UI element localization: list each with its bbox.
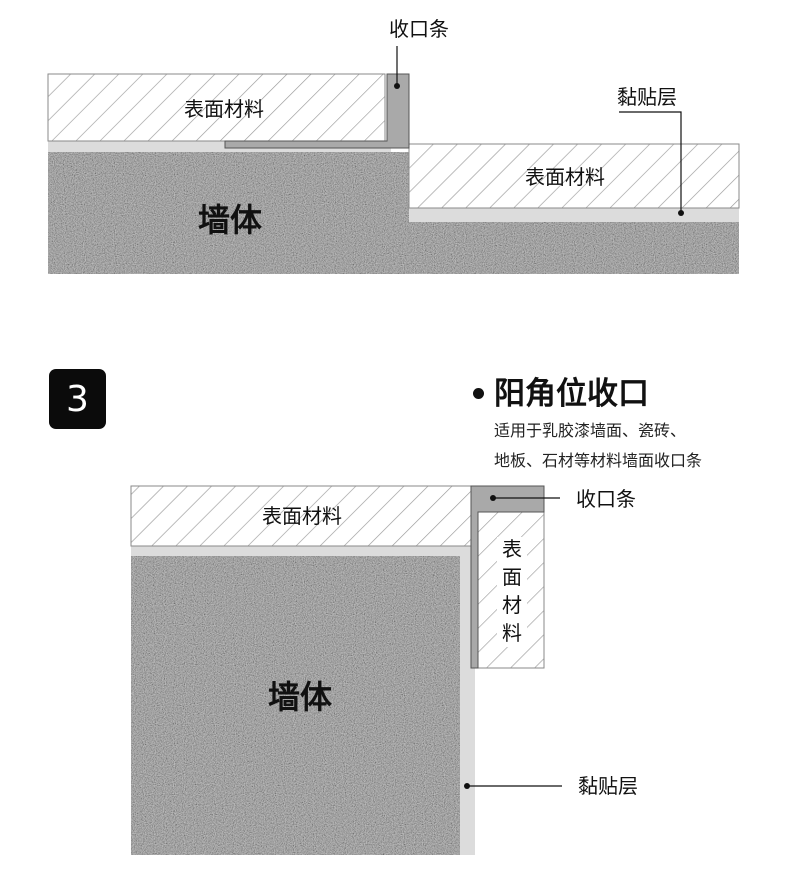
- bottom-wall-label: 墙体: [268, 678, 332, 716]
- bottom-surface-side-char-4: 料: [502, 621, 522, 645]
- bottom-trim-strip: [470, 485, 545, 669]
- section-title: 阳角位收口: [494, 376, 649, 412]
- top-adhesive-label: 黏贴层: [617, 85, 677, 109]
- bottom-adhesive-leader-dot: [464, 783, 470, 789]
- bottom-surface-top-hatch: [130, 485, 472, 547]
- top-trim-leader-dot: [394, 83, 400, 89]
- bottom-surface-side-char-1: 表: [502, 537, 522, 561]
- top-adhesive-left: [48, 141, 391, 152]
- section-description-line1: 适用于乳胶漆墙面、瓷砖、: [494, 421, 687, 440]
- top-surface-left-label: 表面材料: [184, 97, 264, 121]
- top-surface-right-hatch: [408, 143, 740, 209]
- bottom-corner-section: 表面材料 表 面 材 料 收口条 墙体 黏贴层: [130, 485, 638, 855]
- bottom-adhesive-label: 黏贴层: [578, 774, 638, 798]
- bottom-surface-side-char-3: 材: [502, 593, 522, 617]
- top-wall-section: 收口条 黏贴层 表面材料 表面材料 墙体: [47, 17, 740, 274]
- bottom-adhesive-top: [131, 546, 475, 556]
- bottom-wall-texture: [131, 556, 460, 855]
- bottom-trim-label: 收口条: [576, 487, 636, 511]
- bottom-surface-top-label: 表面材料: [262, 504, 342, 528]
- section-number-badge: 3: [49, 369, 106, 429]
- top-surface-left-hatch: [47, 73, 386, 142]
- top-adhesive-leader-dot: [678, 210, 684, 216]
- top-adhesive-right: [409, 208, 739, 222]
- section-description-line2: 地板、石材等材料墙面收口条: [494, 451, 703, 470]
- top-trim-strip: [224, 73, 410, 149]
- top-trim-label: 收口条: [389, 17, 449, 41]
- bottom-trim-leader-dot: [490, 495, 496, 501]
- top-adhesive-leader: [619, 111, 682, 213]
- bottom-surface-side-char-2: 面: [502, 565, 522, 589]
- top-wall-label: 墙体: [198, 201, 262, 239]
- top-surface-right-label: 表面材料: [525, 165, 605, 189]
- bottom-surface-side-label-bg: [497, 537, 527, 647]
- bullet-dot-icon: [473, 388, 484, 399]
- section-number: 3: [66, 378, 89, 420]
